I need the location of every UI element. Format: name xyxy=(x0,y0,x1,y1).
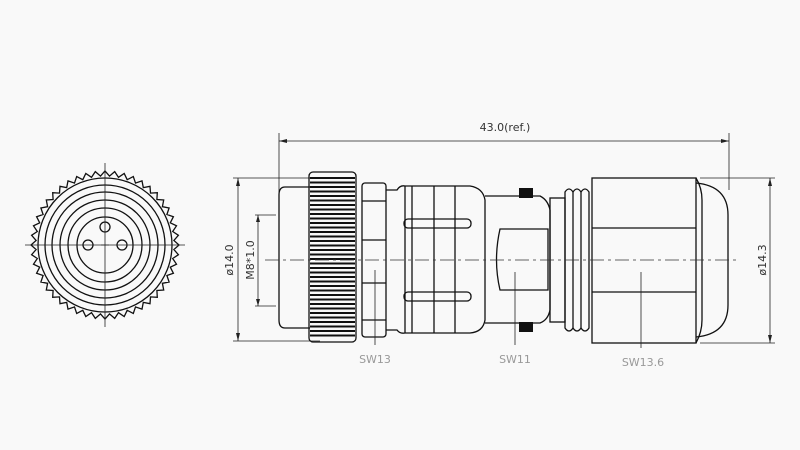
front-cap xyxy=(278,186,310,329)
label-sw11: SW11 xyxy=(499,353,531,366)
dim-thread: M8*1.0 xyxy=(244,240,257,279)
side-view: 43.0(ref.) ø14.0 M8*1.0 xyxy=(223,121,775,369)
knurled-coupling xyxy=(308,171,357,343)
hex-chamfer xyxy=(695,177,703,344)
thread xyxy=(564,188,590,332)
dim-gland-diameter: ø14.3 xyxy=(756,244,769,275)
latch-slot xyxy=(403,291,472,302)
label-sw13: SW13 xyxy=(359,353,391,366)
wrench-flat xyxy=(495,228,549,291)
marking-top xyxy=(519,188,533,198)
front-view xyxy=(25,163,185,327)
body-hex xyxy=(485,195,551,324)
dim-overall-length: 43.0(ref.) xyxy=(480,121,531,134)
gland-nut xyxy=(591,177,697,344)
knurl-lines xyxy=(310,177,355,337)
marking-bottom xyxy=(519,322,533,332)
dim-coupling-diameter: ø14.0 xyxy=(223,244,236,275)
latch-slot xyxy=(403,218,472,229)
latch-body xyxy=(386,185,486,334)
label-sw136: SW13.6 xyxy=(622,356,664,369)
